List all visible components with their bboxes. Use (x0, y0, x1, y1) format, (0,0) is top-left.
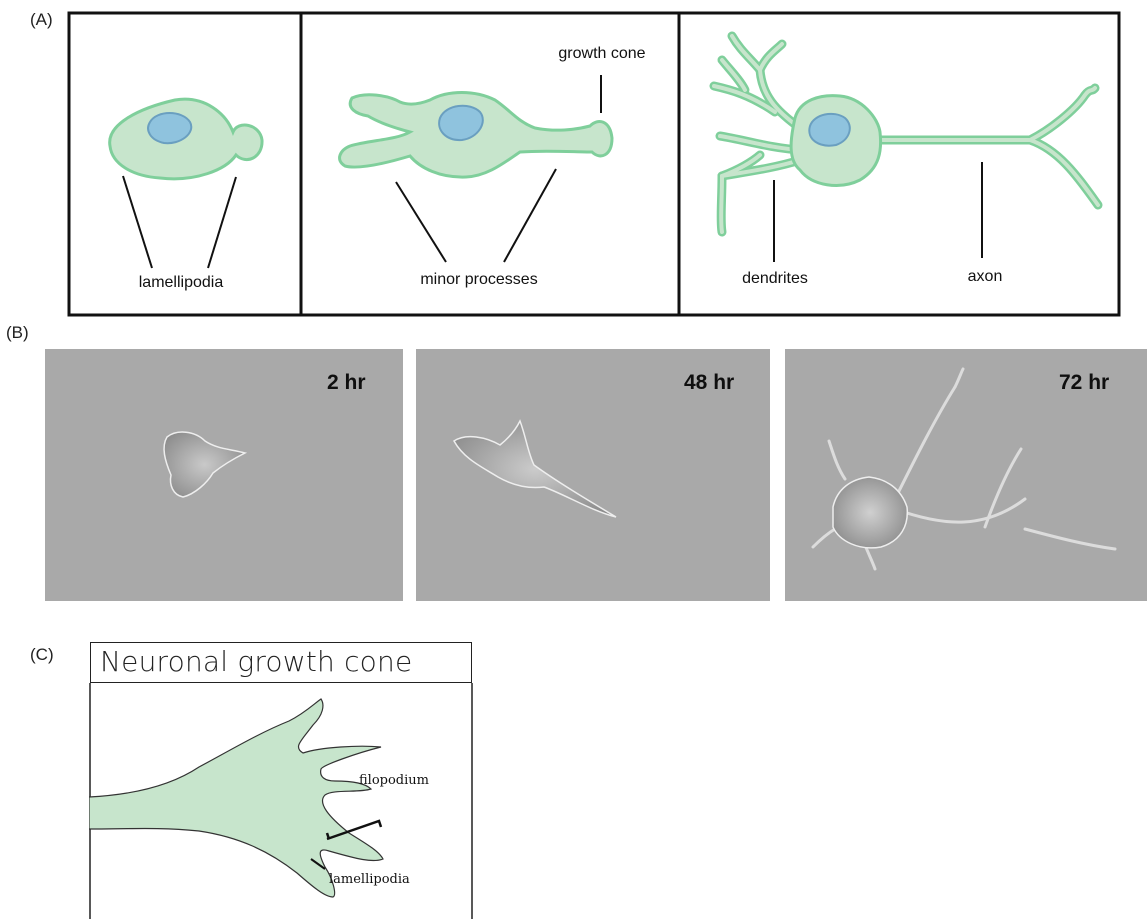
label-c-lamellipodia: lamellipodia (329, 872, 410, 887)
label-dendrites: dendrites (742, 270, 808, 287)
lamellipodia-pointer-right (208, 177, 236, 268)
panel-c-letter: (C) (30, 645, 54, 665)
minor-process-pointer-left (396, 182, 446, 262)
label-lamellipodia: lamellipodia (139, 274, 224, 291)
minor-process-pointer-right (504, 169, 556, 262)
time-label-72hr: 72 hr (1059, 371, 1109, 395)
lamellipodia-pointer-left (123, 176, 152, 268)
label-axon: axon (968, 268, 1003, 285)
time-label-48hr: 48 hr (684, 371, 734, 395)
stage3-neuron (714, 36, 1098, 232)
micrograph-2hr: 2 hr (45, 349, 403, 601)
label-filopodium: filopodium (359, 773, 429, 788)
label-growth-cone: growth cone (558, 45, 645, 62)
micrograph-72hr: 72 hr (785, 349, 1147, 601)
micrograph-48hr: 48 hr (416, 349, 770, 601)
panel-b-letter: (B) (6, 323, 29, 343)
panel-c-diagram: filopodium lamellipodia (89, 683, 473, 919)
label-minor-processes: minor processes (420, 271, 537, 288)
stage2-cell (340, 93, 612, 178)
stage3-nucleus (809, 114, 849, 146)
time-label-2hr: 2 hr (327, 371, 366, 395)
panel-a-diagram: lamellipodia minor processes growth cone… (0, 0, 1147, 320)
growth-cone-title: Neuronal growth cone (100, 645, 412, 678)
stage1-cell (110, 99, 262, 179)
growth-cone-title-box: Neuronal growth cone (90, 642, 472, 683)
growth-cone-shape (89, 699, 383, 897)
